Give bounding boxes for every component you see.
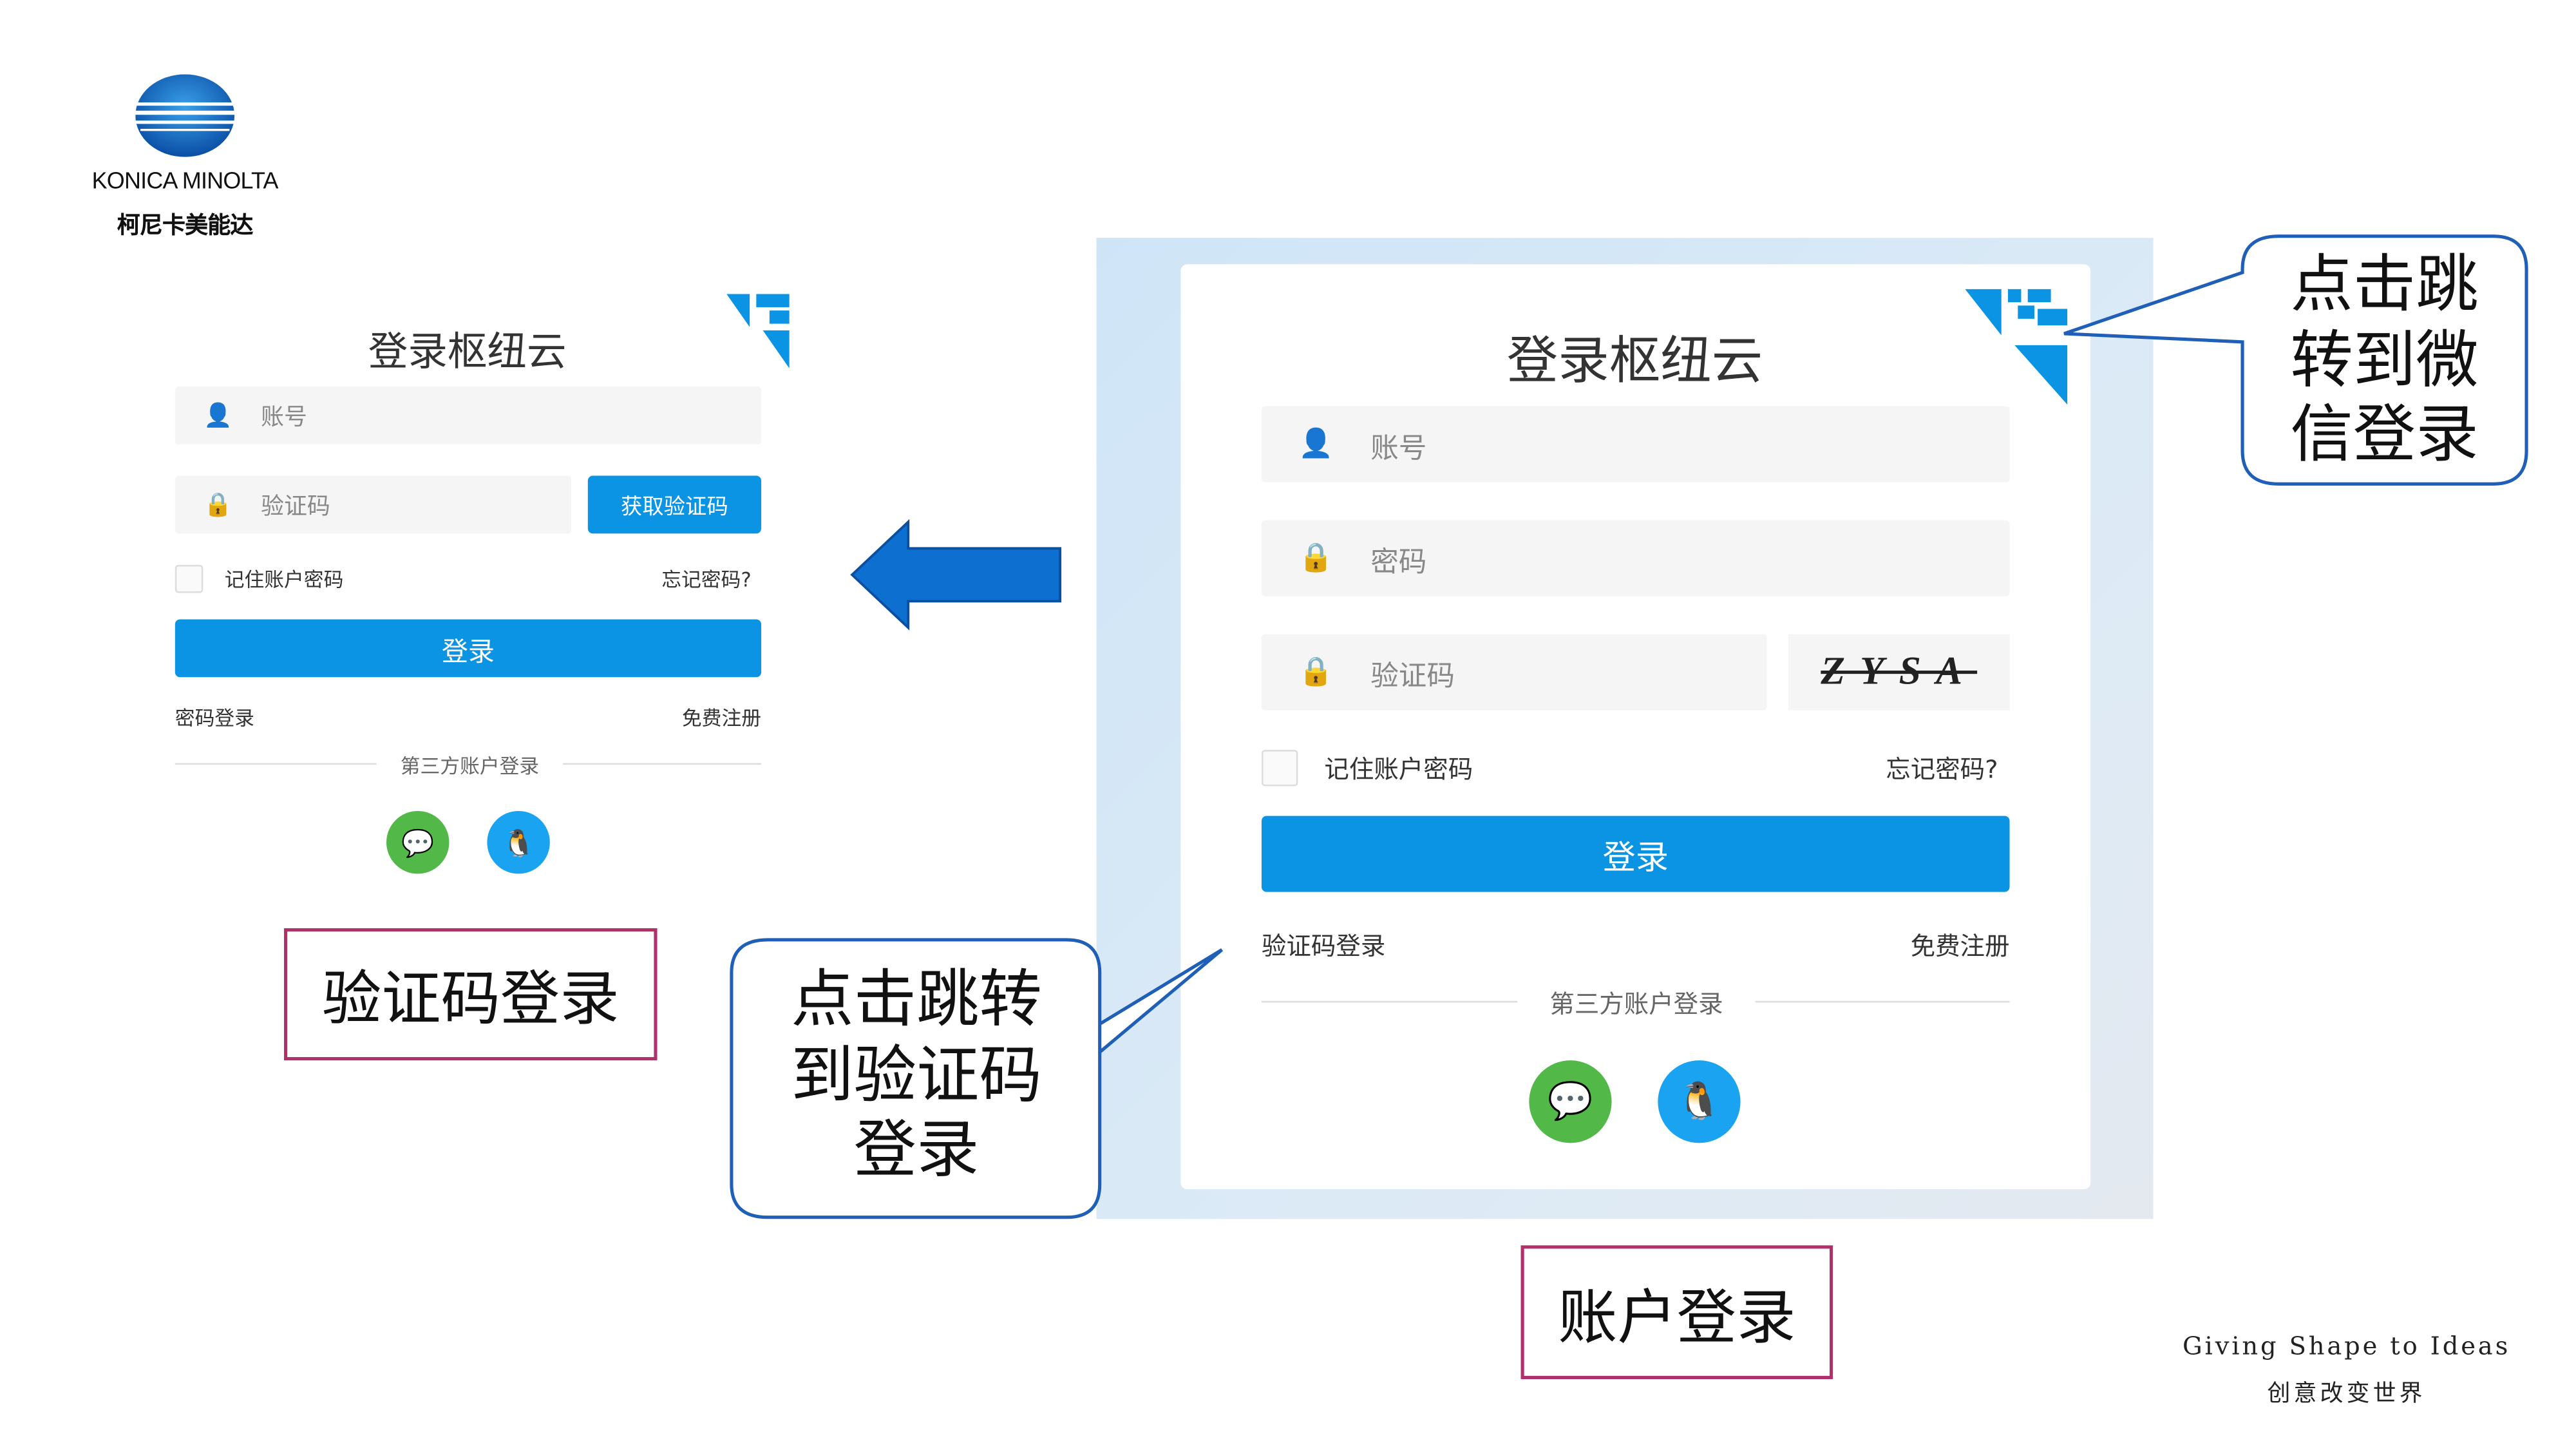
login-button[interactable]: 登录	[1261, 816, 2010, 892]
left-remember-label: 记住账户密码	[224, 568, 344, 591]
left-arrow-icon	[849, 519, 1063, 638]
code-placeholder: 验证码	[1370, 660, 1455, 693]
qq-login-icon[interactable]: 🐧	[487, 810, 550, 874]
password-login-link[interactable]: 密码登录	[175, 707, 254, 730]
left-login-button[interactable]: 登录	[175, 619, 762, 678]
callout-line: 转到微	[2290, 323, 2479, 396]
divider	[563, 763, 762, 765]
code-placeholder: 验证码	[261, 493, 330, 520]
user-icon: 👤	[1298, 428, 1334, 461]
account-placeholder: 账号	[1370, 432, 1427, 465]
slogan: Giving Shape to Ideas	[2182, 1331, 2511, 1361]
wechat-login-icon[interactable]: 💬	[1529, 1060, 1612, 1143]
user-icon: 👤	[204, 402, 232, 429]
register-link[interactable]: 免费注册	[1910, 931, 2010, 962]
third-party-label: 第三方账户登录	[1549, 989, 1723, 1020]
callout-line: 信登录	[2290, 398, 2479, 472]
qq-login-icon[interactable]: 🐧	[1658, 1060, 1741, 1143]
left-account-input[interactable]: 👤 账号	[175, 386, 762, 444]
wechat-login-icon[interactable]: 💬	[386, 810, 450, 874]
left-forgot-link[interactable]: 忘记密码?	[661, 568, 752, 591]
callout-line: 点击跳	[2290, 247, 2479, 321]
forgot-password-link[interactable]: 忘记密码?	[1886, 754, 1998, 785]
wechat-callout-text: 点击跳 转到微 信登录	[2246, 248, 2523, 474]
divider	[1261, 1000, 1518, 1003]
captcha-text: ZYSA	[1821, 649, 1978, 693]
remember-label: 记住账户密码	[1324, 754, 1473, 785]
callout-line: 到验证码	[791, 1038, 1042, 1111]
qr-login-corner-icon[interactable]	[726, 294, 793, 375]
divider	[175, 763, 377, 765]
lock-icon: 🔒	[1298, 542, 1334, 575]
divider	[1755, 1000, 2010, 1003]
code-login-caption: 验证码登录	[284, 928, 658, 1061]
lock-icon: 🔒	[1298, 655, 1334, 689]
left-register-link[interactable]: 免费注册	[681, 707, 762, 730]
code-callout-text: 点击跳转 到验证码 登录	[735, 963, 1098, 1189]
code-login-link[interactable]: 验证码登录	[1261, 931, 1386, 962]
qr-login-corner-icon[interactable]	[1965, 289, 2068, 412]
password-input[interactable]: 🔒 密码	[1261, 520, 2010, 596]
left-code-input[interactable]: 🔒 验证码	[175, 475, 572, 534]
captcha-input[interactable]: 🔒 验证码	[1261, 634, 1767, 711]
password-placeholder: 密码	[1370, 546, 1427, 579]
brand-name: KONICA MINOLTA	[91, 166, 279, 193]
callout-line: 登录	[853, 1113, 980, 1187]
brand-name-cn: 柯尼卡美能达	[117, 211, 254, 238]
account-login-caption: 账户登录	[1520, 1245, 1833, 1380]
left-form-title: 登录枢纽云	[368, 329, 567, 376]
konica-minolta-logo	[135, 74, 235, 157]
left-third-party-label: 第三方账户登录	[400, 754, 540, 778]
account-input[interactable]: 👤 账号	[1261, 406, 2010, 482]
right-form-title: 登录枢纽云	[1506, 332, 1763, 392]
account-placeholder: 账号	[261, 403, 307, 430]
captcha-image[interactable]: ZYSA	[1788, 634, 2010, 711]
callout-line: 点击跳转	[791, 962, 1042, 1036]
remember-checkbox[interactable]	[1261, 750, 1298, 787]
get-code-button[interactable]: 获取验证码	[587, 475, 762, 534]
left-remember-checkbox[interactable]	[175, 564, 204, 593]
slogan-cn: 创意改变世界	[2267, 1380, 2426, 1407]
lock-icon: 🔒	[204, 491, 232, 518]
